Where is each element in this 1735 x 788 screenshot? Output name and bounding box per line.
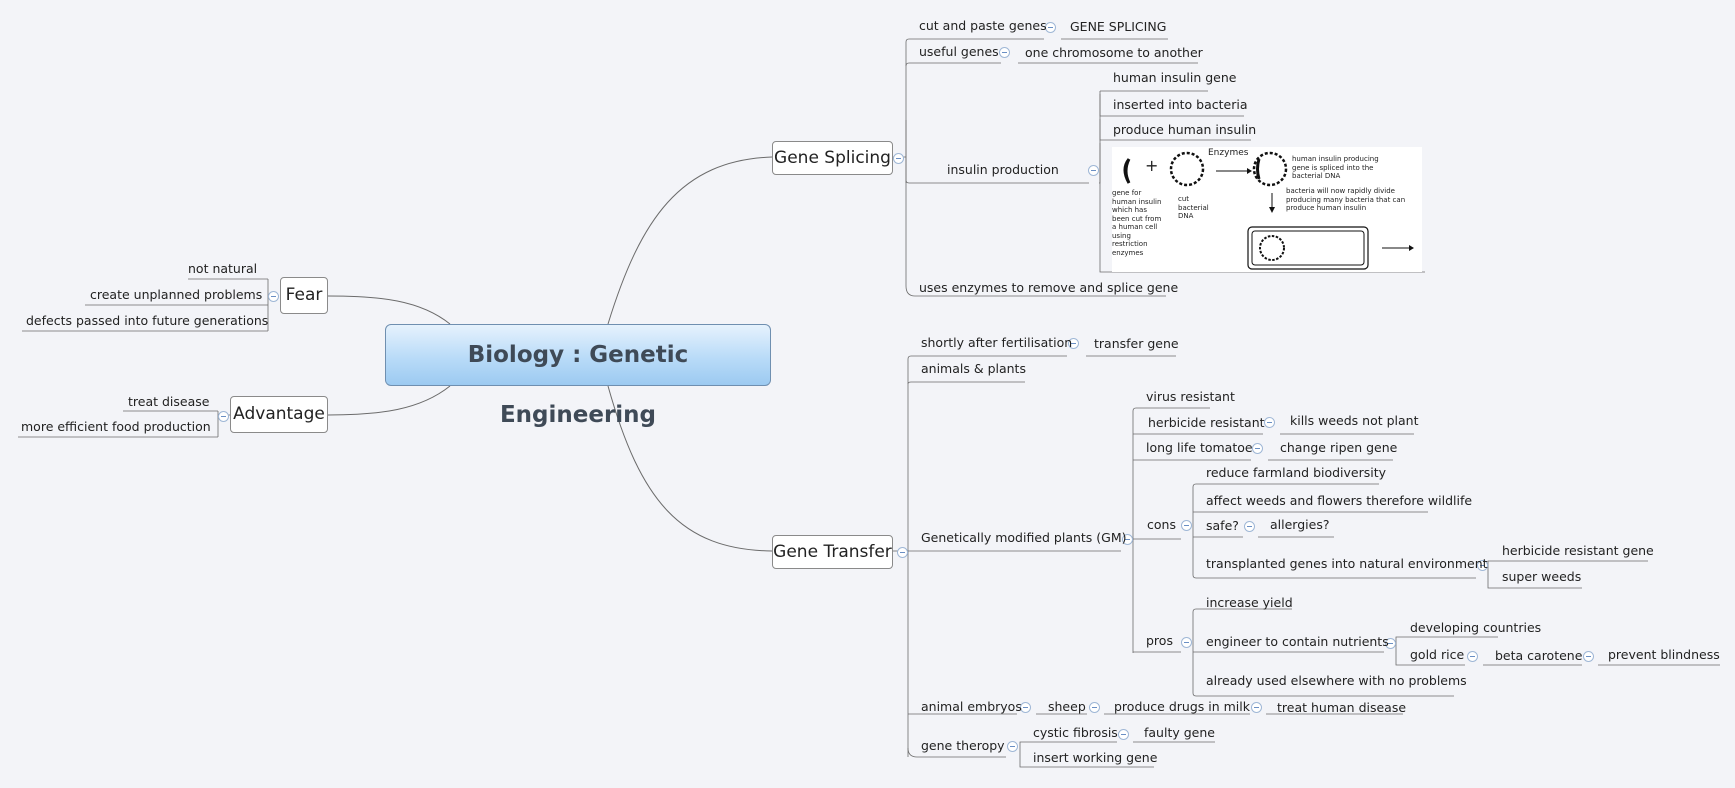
- figure-spliced-caption: human insulin producing gene is spliced …: [1292, 155, 1379, 180]
- gm-herbicide-resistant[interactable]: herbicide resistant: [1148, 415, 1265, 430]
- figure-gene-caption: gene for human insulin which has been cu…: [1112, 189, 1162, 257]
- collapse-therapy-icon[interactable]: [1007, 741, 1018, 752]
- insulin-production-figure: + Enzymes gene for human insulin which h…: [1112, 147, 1422, 272]
- pros-prevent-blindness[interactable]: prevent blindness: [1608, 647, 1720, 662]
- fear-item-not-natural[interactable]: not natural: [188, 261, 258, 276]
- topic-fear[interactable]: Fear: [280, 277, 328, 314]
- figure-enzymes: Enzymes: [1208, 148, 1249, 158]
- cons-allergies[interactable]: allergies?: [1270, 517, 1330, 532]
- cons-safe[interactable]: safe?: [1206, 518, 1239, 533]
- collapse-pros-icon[interactable]: [1181, 637, 1192, 648]
- collapse-advantage-icon[interactable]: [218, 411, 229, 422]
- link-central-gene-transfer: [607, 385, 773, 552]
- cons-herbicide-gene[interactable]: herbicide resistant gene: [1502, 543, 1654, 558]
- gm-kills-weeds[interactable]: kills weeds not plant: [1290, 413, 1419, 428]
- gs-gene-splicing-label[interactable]: GENE SPLICING: [1070, 19, 1167, 34]
- gm-change-ripen[interactable]: change ripen gene: [1280, 440, 1398, 455]
- gm-cons[interactable]: cons: [1147, 517, 1176, 532]
- gs-human-insulin-gene[interactable]: human insulin gene: [1113, 70, 1237, 85]
- advantage-item-food[interactable]: more efficient food production: [21, 419, 211, 434]
- gs-useful-genes[interactable]: useful genes: [919, 44, 999, 59]
- gt-drugs-milk[interactable]: produce drugs in milk: [1114, 699, 1250, 714]
- collapse-embryos-icon[interactable]: [1020, 702, 1031, 713]
- gt-gene-therapy[interactable]: gene theropy: [921, 738, 1005, 753]
- collapse-safe-icon[interactable]: [1244, 521, 1255, 532]
- gt-transfer-gene[interactable]: transfer gene: [1094, 336, 1179, 351]
- insulin-diagram-art: [1123, 151, 1414, 270]
- gs-produce-insulin[interactable]: produce human insulin: [1113, 122, 1257, 137]
- cons-biodiversity[interactable]: reduce farmland biodiversity: [1206, 465, 1387, 480]
- gt-insert-working[interactable]: insert working gene: [1033, 750, 1158, 765]
- pros-gold-rice[interactable]: gold rice: [1410, 647, 1465, 662]
- gt-sheep[interactable]: sheep: [1048, 699, 1086, 714]
- collapse-herbicide-icon[interactable]: [1264, 417, 1275, 428]
- pros-increase-yield[interactable]: increase yield: [1206, 595, 1293, 610]
- collapse-fear-icon[interactable]: [268, 291, 279, 302]
- pros-developing-countries[interactable]: developing countries: [1410, 620, 1542, 635]
- collapse-fertilisation-icon[interactable]: [1068, 338, 1079, 349]
- gt-animals-plants[interactable]: animals & plants: [921, 361, 1026, 376]
- collapse-useful-genes-icon[interactable]: [999, 47, 1010, 58]
- collapse-drugs-icon[interactable]: [1251, 702, 1262, 713]
- gm-long-life-tomatoe[interactable]: long life tomatoe: [1146, 440, 1253, 455]
- gs-insulin-production[interactable]: insulin production: [947, 162, 1059, 177]
- central-topic[interactable]: Biology : Genetic Engineering: [385, 324, 771, 428]
- cons-weeds-wildlife[interactable]: affect weeds and flowers therefore wildl…: [1206, 493, 1473, 508]
- collapse-gene-transfer-icon[interactable]: [897, 547, 908, 558]
- gs-cut-and-paste[interactable]: cut and paste genes: [919, 18, 1047, 33]
- figure-plus: +: [1145, 156, 1159, 175]
- gt-cystic-fibrosis[interactable]: cystic fibrosis: [1033, 725, 1118, 740]
- gm-virus-resistant[interactable]: virus resistant: [1146, 389, 1235, 404]
- collapse-gm-icon[interactable]: [1122, 534, 1133, 545]
- topic-advantage[interactable]: Advantage: [230, 396, 328, 433]
- figure-divide-caption: bacteria will now rapidly divide produci…: [1286, 187, 1406, 212]
- link-central-fear: [327, 295, 451, 325]
- cons-super-weeds[interactable]: super weeds: [1502, 569, 1582, 584]
- fear-item-defects[interactable]: defects passed into future generations: [26, 313, 269, 328]
- gt-animal-embryos[interactable]: animal embryos: [921, 699, 1022, 714]
- topic-gene-transfer[interactable]: Gene Transfer: [772, 535, 893, 569]
- gt-treat-human-disease[interactable]: treat human disease: [1277, 700, 1407, 715]
- collapse-gene-splicing-icon[interactable]: [893, 153, 904, 164]
- pros-nutrients[interactable]: engineer to contain nutrients: [1206, 634, 1389, 649]
- figure-plasmid-caption: cut bacterial DNA: [1178, 195, 1209, 220]
- gs-chromosome[interactable]: one chromosome to another: [1025, 45, 1203, 60]
- link-central-advantage: [327, 385, 451, 416]
- gs-uses-enzymes[interactable]: uses enzymes to remove and splice gene: [919, 280, 1179, 295]
- pros-beta-carotene[interactable]: beta carotene: [1495, 648, 1583, 663]
- collapse-insulin-icon[interactable]: [1088, 165, 1099, 176]
- collapse-sheep-icon[interactable]: [1089, 702, 1100, 713]
- fear-item-unplanned[interactable]: create unplanned problems: [90, 287, 263, 302]
- collapse-cons-icon[interactable]: [1181, 520, 1192, 531]
- advantage-item-treat-disease[interactable]: treat disease: [128, 394, 210, 409]
- cons-transplanted[interactable]: transplanted genes into natural environm…: [1206, 556, 1488, 571]
- gt-gm-plants[interactable]: Genetically modified plants (GM): [921, 530, 1127, 545]
- gs-inserted-bacteria[interactable]: inserted into bacteria: [1113, 97, 1248, 112]
- collapse-cystic-icon[interactable]: [1118, 729, 1129, 740]
- gt-faulty-gene[interactable]: faulty gene: [1144, 725, 1215, 740]
- collapse-tomato-icon[interactable]: [1252, 443, 1263, 454]
- topic-gene-splicing[interactable]: Gene Splicing: [772, 141, 893, 175]
- collapse-nutrients-icon[interactable]: [1385, 638, 1396, 649]
- gt-fertilisation[interactable]: shortly after fertilisation: [921, 335, 1073, 350]
- pros-already-used[interactable]: already used elsewhere with no problems: [1206, 673, 1467, 688]
- collapse-beta-icon[interactable]: [1583, 651, 1594, 662]
- link-central-gene-splicing: [607, 156, 773, 325]
- gm-pros[interactable]: pros: [1146, 633, 1173, 648]
- collapse-cut-paste-icon[interactable]: [1045, 22, 1056, 33]
- collapse-gold-rice-icon[interactable]: [1467, 651, 1478, 662]
- collapse-transplanted-icon[interactable]: [1477, 560, 1488, 571]
